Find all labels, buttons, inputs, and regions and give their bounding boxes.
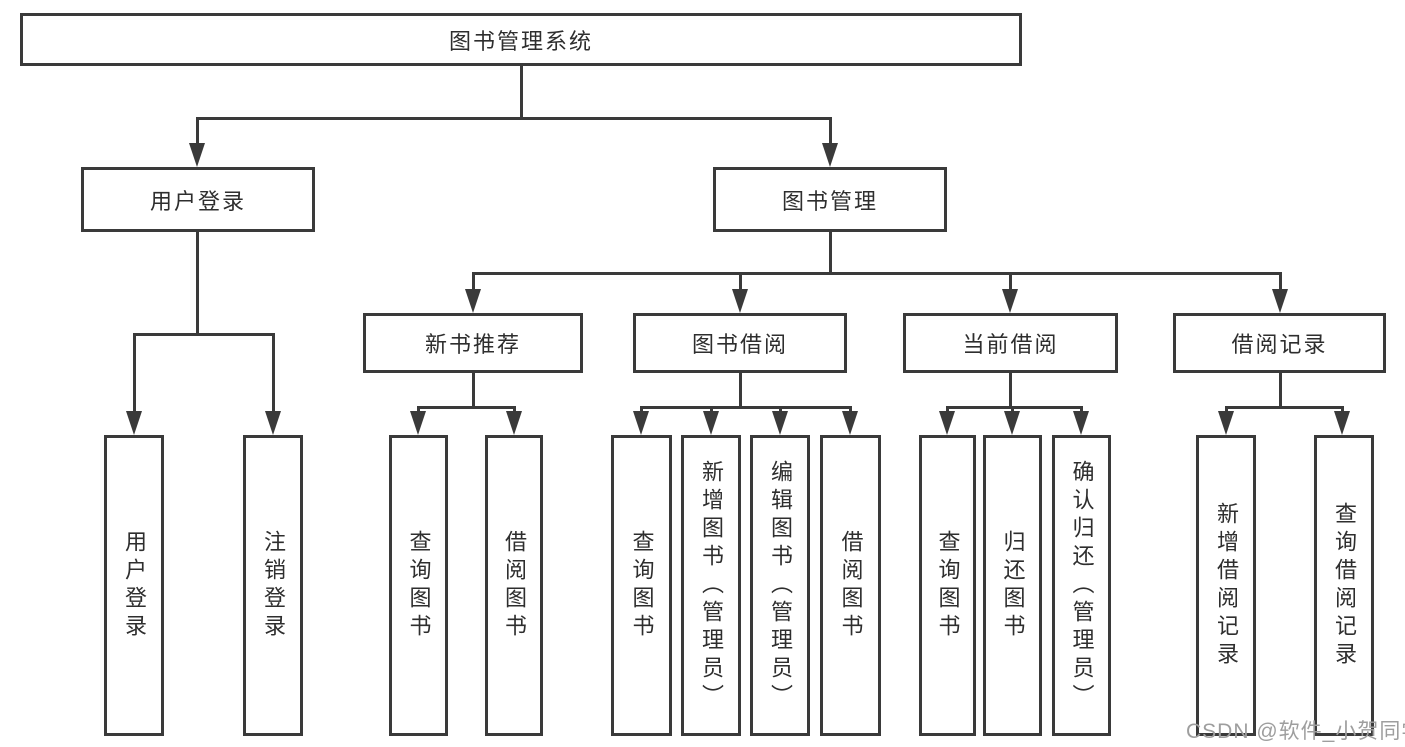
arrow-down-icon	[189, 143, 205, 167]
connector-line	[1008, 373, 1012, 408]
connector-line	[1278, 373, 1282, 408]
node-label: 图书借阅	[691, 332, 788, 357]
connector-line	[1224, 406, 1344, 409]
leaf-add-book-admin: 新增图书（管理员）	[681, 435, 741, 736]
arrow-down-icon	[1002, 289, 1018, 313]
arrow-down-icon	[772, 411, 788, 435]
connector-line	[471, 373, 475, 408]
connector-line	[195, 117, 199, 145]
leaf-query-books-borrowing: 查询图书	[611, 435, 672, 736]
arrow-down-icon	[703, 411, 719, 435]
arrow-down-icon	[1004, 411, 1020, 435]
arrow-down-icon	[1334, 411, 1350, 435]
node-label: 确认归还（管理员）	[1069, 459, 1095, 712]
node-label: 图书管理	[781, 188, 878, 214]
node-new-book-recommend: 新书推荐	[363, 313, 583, 373]
arrow-down-icon	[465, 289, 481, 313]
node-label: 借阅记录	[1231, 332, 1328, 357]
leaf-logout: 注销登录	[243, 435, 303, 736]
node-library-management-system: 图书管理系统	[20, 13, 1022, 66]
connector-line	[1224, 406, 1228, 414]
arrow-down-icon	[126, 411, 142, 435]
watermark: CSDN @软件_小贺同学	[1186, 720, 1405, 743]
connector-line	[271, 333, 275, 413]
connector-line	[416, 406, 516, 409]
arrow-down-icon	[506, 411, 522, 435]
connector-line	[195, 117, 832, 120]
connector-line	[471, 272, 1282, 275]
arrow-down-icon	[1073, 411, 1089, 435]
connector-line	[471, 272, 475, 293]
connector-line	[848, 406, 852, 414]
connector-line	[945, 406, 1083, 409]
node-label: 借阅图书	[502, 529, 527, 642]
leaf-query-borrow-record: 查询借阅记录	[1314, 435, 1374, 736]
connector-line	[195, 232, 199, 335]
connector-line	[828, 232, 832, 275]
arrow-down-icon	[842, 411, 858, 435]
connector-line	[945, 406, 949, 414]
leaf-return-book: 归还图书	[983, 435, 1042, 736]
node-label: 借阅图书	[838, 529, 864, 642]
node-book-borrowing: 图书借阅	[633, 313, 847, 373]
arrow-down-icon	[1218, 411, 1234, 435]
node-label: 新增图书（管理员）	[699, 459, 724, 712]
connector-line	[1340, 406, 1344, 414]
node-user-login: 用户登录	[81, 167, 315, 232]
connector-line	[132, 333, 275, 336]
node-label: 注销登录	[261, 529, 286, 642]
node-book-management: 图书管理	[713, 167, 947, 232]
node-label: 新书推荐	[424, 332, 521, 357]
leaf-edit-book-admin: 编辑图书（管理员）	[750, 435, 810, 736]
leaf-confirm-return-admin: 确认归还（管理员）	[1052, 435, 1111, 736]
node-label: 归还图书	[1000, 529, 1026, 642]
connector-line	[1010, 406, 1014, 414]
arrow-down-icon	[1272, 289, 1288, 313]
connector-line	[778, 406, 782, 414]
node-label: 新增借阅记录	[1214, 501, 1239, 670]
connector-line	[519, 66, 523, 120]
leaf-borrow-books-recommend: 借阅图书	[485, 435, 543, 736]
connector-line	[132, 333, 136, 413]
connector-line	[639, 406, 643, 414]
node-label: 查询图书	[406, 529, 432, 642]
node-label: 图书管理系统	[448, 28, 593, 54]
arrow-down-icon	[633, 411, 649, 435]
arrow-down-icon	[939, 411, 955, 435]
leaf-user-login: 用户登录	[104, 435, 164, 736]
leaf-query-books-current: 查询图书	[919, 435, 976, 736]
node-label: 编辑图书（管理员）	[768, 459, 793, 712]
connector-line	[1008, 272, 1012, 293]
connector-line	[709, 406, 713, 414]
connector-line	[1278, 272, 1282, 293]
arrow-down-icon	[822, 143, 838, 167]
leaf-add-borrow-record: 新增借阅记录	[1196, 435, 1256, 736]
node-label: 查询图书	[629, 529, 655, 642]
arrow-down-icon	[265, 411, 281, 435]
connector-line	[738, 272, 742, 293]
node-label: 用户登录	[122, 529, 147, 642]
node-label: 查询图书	[935, 529, 961, 642]
node-label: 当前借阅	[962, 332, 1059, 357]
connector-line	[1079, 406, 1083, 414]
node-label: 查询借阅记录	[1332, 501, 1357, 670]
connector-line	[639, 406, 852, 409]
connector-line	[738, 373, 742, 408]
leaf-query-books-recommend: 查询图书	[389, 435, 448, 736]
connector-line	[512, 406, 516, 414]
leaf-borrow-books-borrowing: 借阅图书	[820, 435, 881, 736]
connector-line	[416, 406, 420, 414]
connector-line	[828, 117, 832, 145]
arrow-down-icon	[732, 289, 748, 313]
arrow-down-icon	[410, 411, 426, 435]
node-current-borrowing: 当前借阅	[903, 313, 1118, 373]
node-borrowing-records: 借阅记录	[1173, 313, 1386, 373]
node-label: 用户登录	[149, 188, 246, 214]
